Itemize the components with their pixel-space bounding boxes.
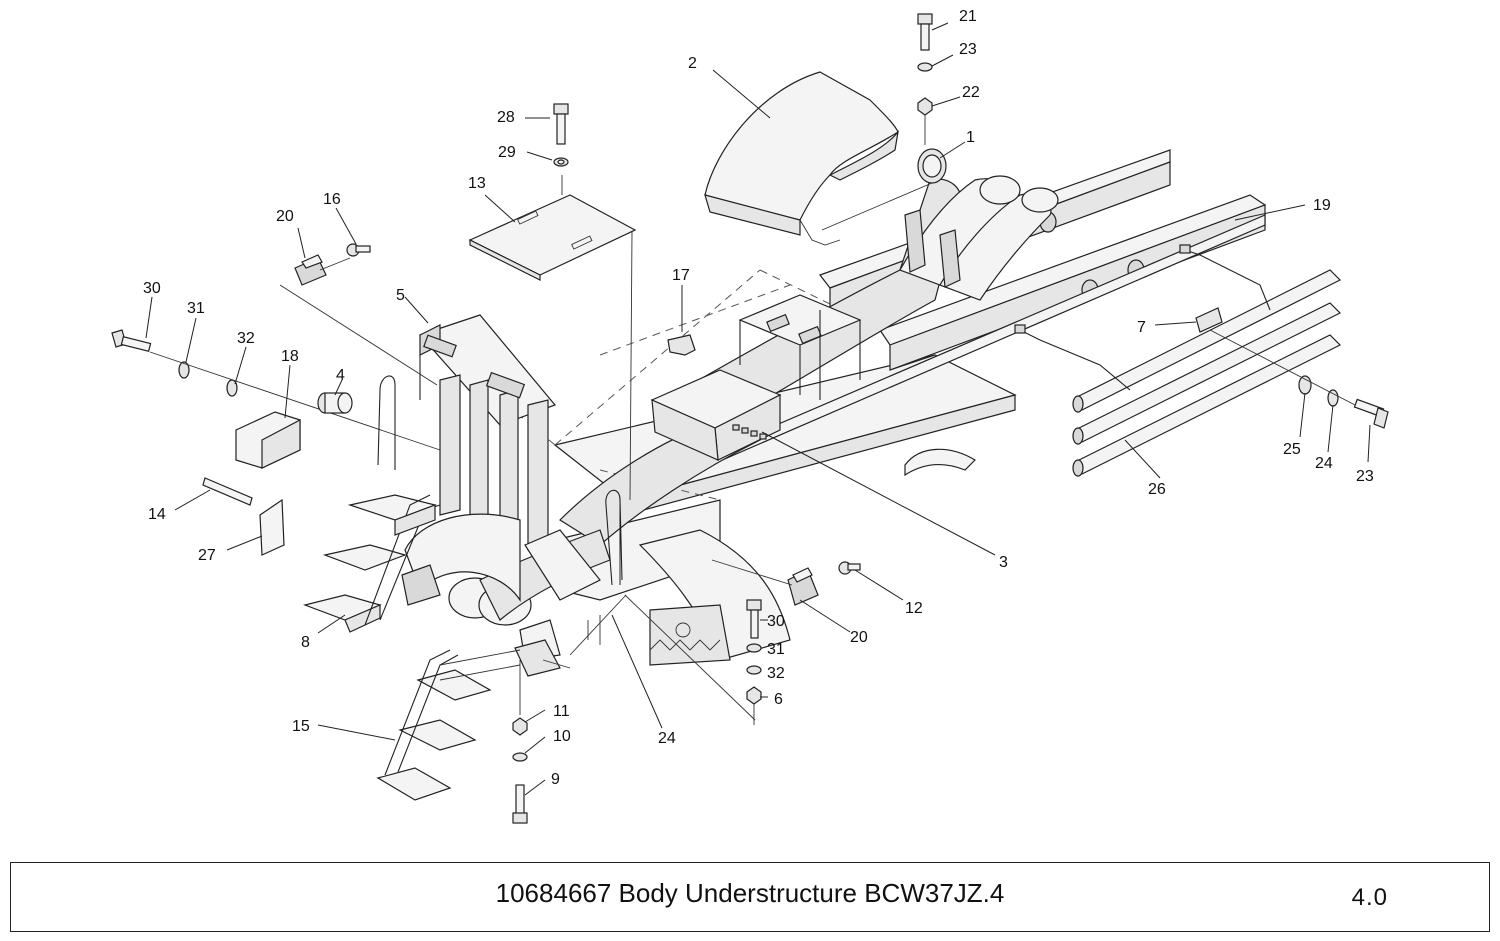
strap-14 [202,477,253,506]
callout-7: 7 [1137,319,1146,336]
callout-23: 23 [959,41,977,58]
callout-5: 5 [396,287,405,304]
exploded-parts-diagram: 21 23 22 1 2 28 29 13 17 20 16 19 30 31 … [111,8,1389,824]
callout-25: 25 [1283,441,1301,458]
drawing-title: 10684667 Body Understructure BCW37JZ.4 [495,878,1005,908]
bracket-17 [667,334,696,356]
callout-32-right: 32 [767,665,785,682]
bolt-30-right [746,599,762,725]
bolt-21-stack [821,13,947,231]
left-fender [401,513,521,606]
callout-24: 24 [1315,455,1333,472]
callout-11: 11 [553,703,570,720]
step-ladder-8 [302,494,441,633]
bolt-28 [553,103,569,167]
callout-20-right: 20 [850,629,868,646]
callout-19: 19 [1313,197,1331,214]
drawing-revision: 4.0 [1351,884,1388,911]
callout-30-right: 30 [767,613,785,630]
front-crossmember [650,369,782,461]
callout-14: 14 [148,506,166,523]
callout-32: 32 [237,330,255,347]
callout-8: 8 [301,634,310,651]
callout-9: 9 [551,771,560,788]
callout-27: 27 [198,547,216,564]
callout-1: 1 [966,129,975,146]
cover-plate-13 [468,175,637,501]
callout-26: 26 [1148,481,1166,498]
bolt-23-right [1209,329,1389,429]
callout-29: 29 [498,144,516,161]
handrails [377,375,623,586]
cylinder-cradle [738,294,862,400]
callout-17: 17 [672,267,690,284]
callout-4: 4 [336,367,345,384]
callout-10: 10 [553,728,571,745]
callout-21: 21 [959,8,977,25]
latch-12-20 [711,559,861,606]
callout-30: 30 [143,280,161,297]
callout-2: 2 [688,55,697,72]
callout-3: 3 [999,554,1008,571]
bolt-9-stack [512,660,528,824]
latch-16-20 [279,243,438,386]
step-ladder-15 [376,639,571,801]
rear-bumper [1014,244,1342,477]
callout-16: 16 [323,191,341,208]
bolt-30-left [111,329,441,451]
callout-6: 6 [774,691,783,708]
callout-18: 18 [281,348,299,365]
callout-23-right: 23 [1356,468,1374,485]
leader-lines [145,22,1371,796]
callout-13: 13 [468,175,486,192]
callout-31: 31 [187,300,205,317]
bushing-4 [317,392,353,414]
callout-28: 28 [497,109,515,126]
bracket-7 [1195,307,1223,333]
box-18 [235,411,301,469]
callout-20: 20 [276,208,294,225]
cover-part-2 [704,71,899,246]
callout-labels: 21 23 22 1 2 28 29 13 17 20 16 19 30 31 … [143,8,1374,788]
title-block [10,862,1490,932]
callout-15: 15 [292,718,310,735]
callout-12: 12 [905,600,923,617]
callout-31-right: 31 [767,641,785,658]
callout-24: 24 [658,730,676,747]
bracket-27 [259,498,285,556]
callout-22: 22 [962,84,980,101]
misc-lines [439,594,756,721]
